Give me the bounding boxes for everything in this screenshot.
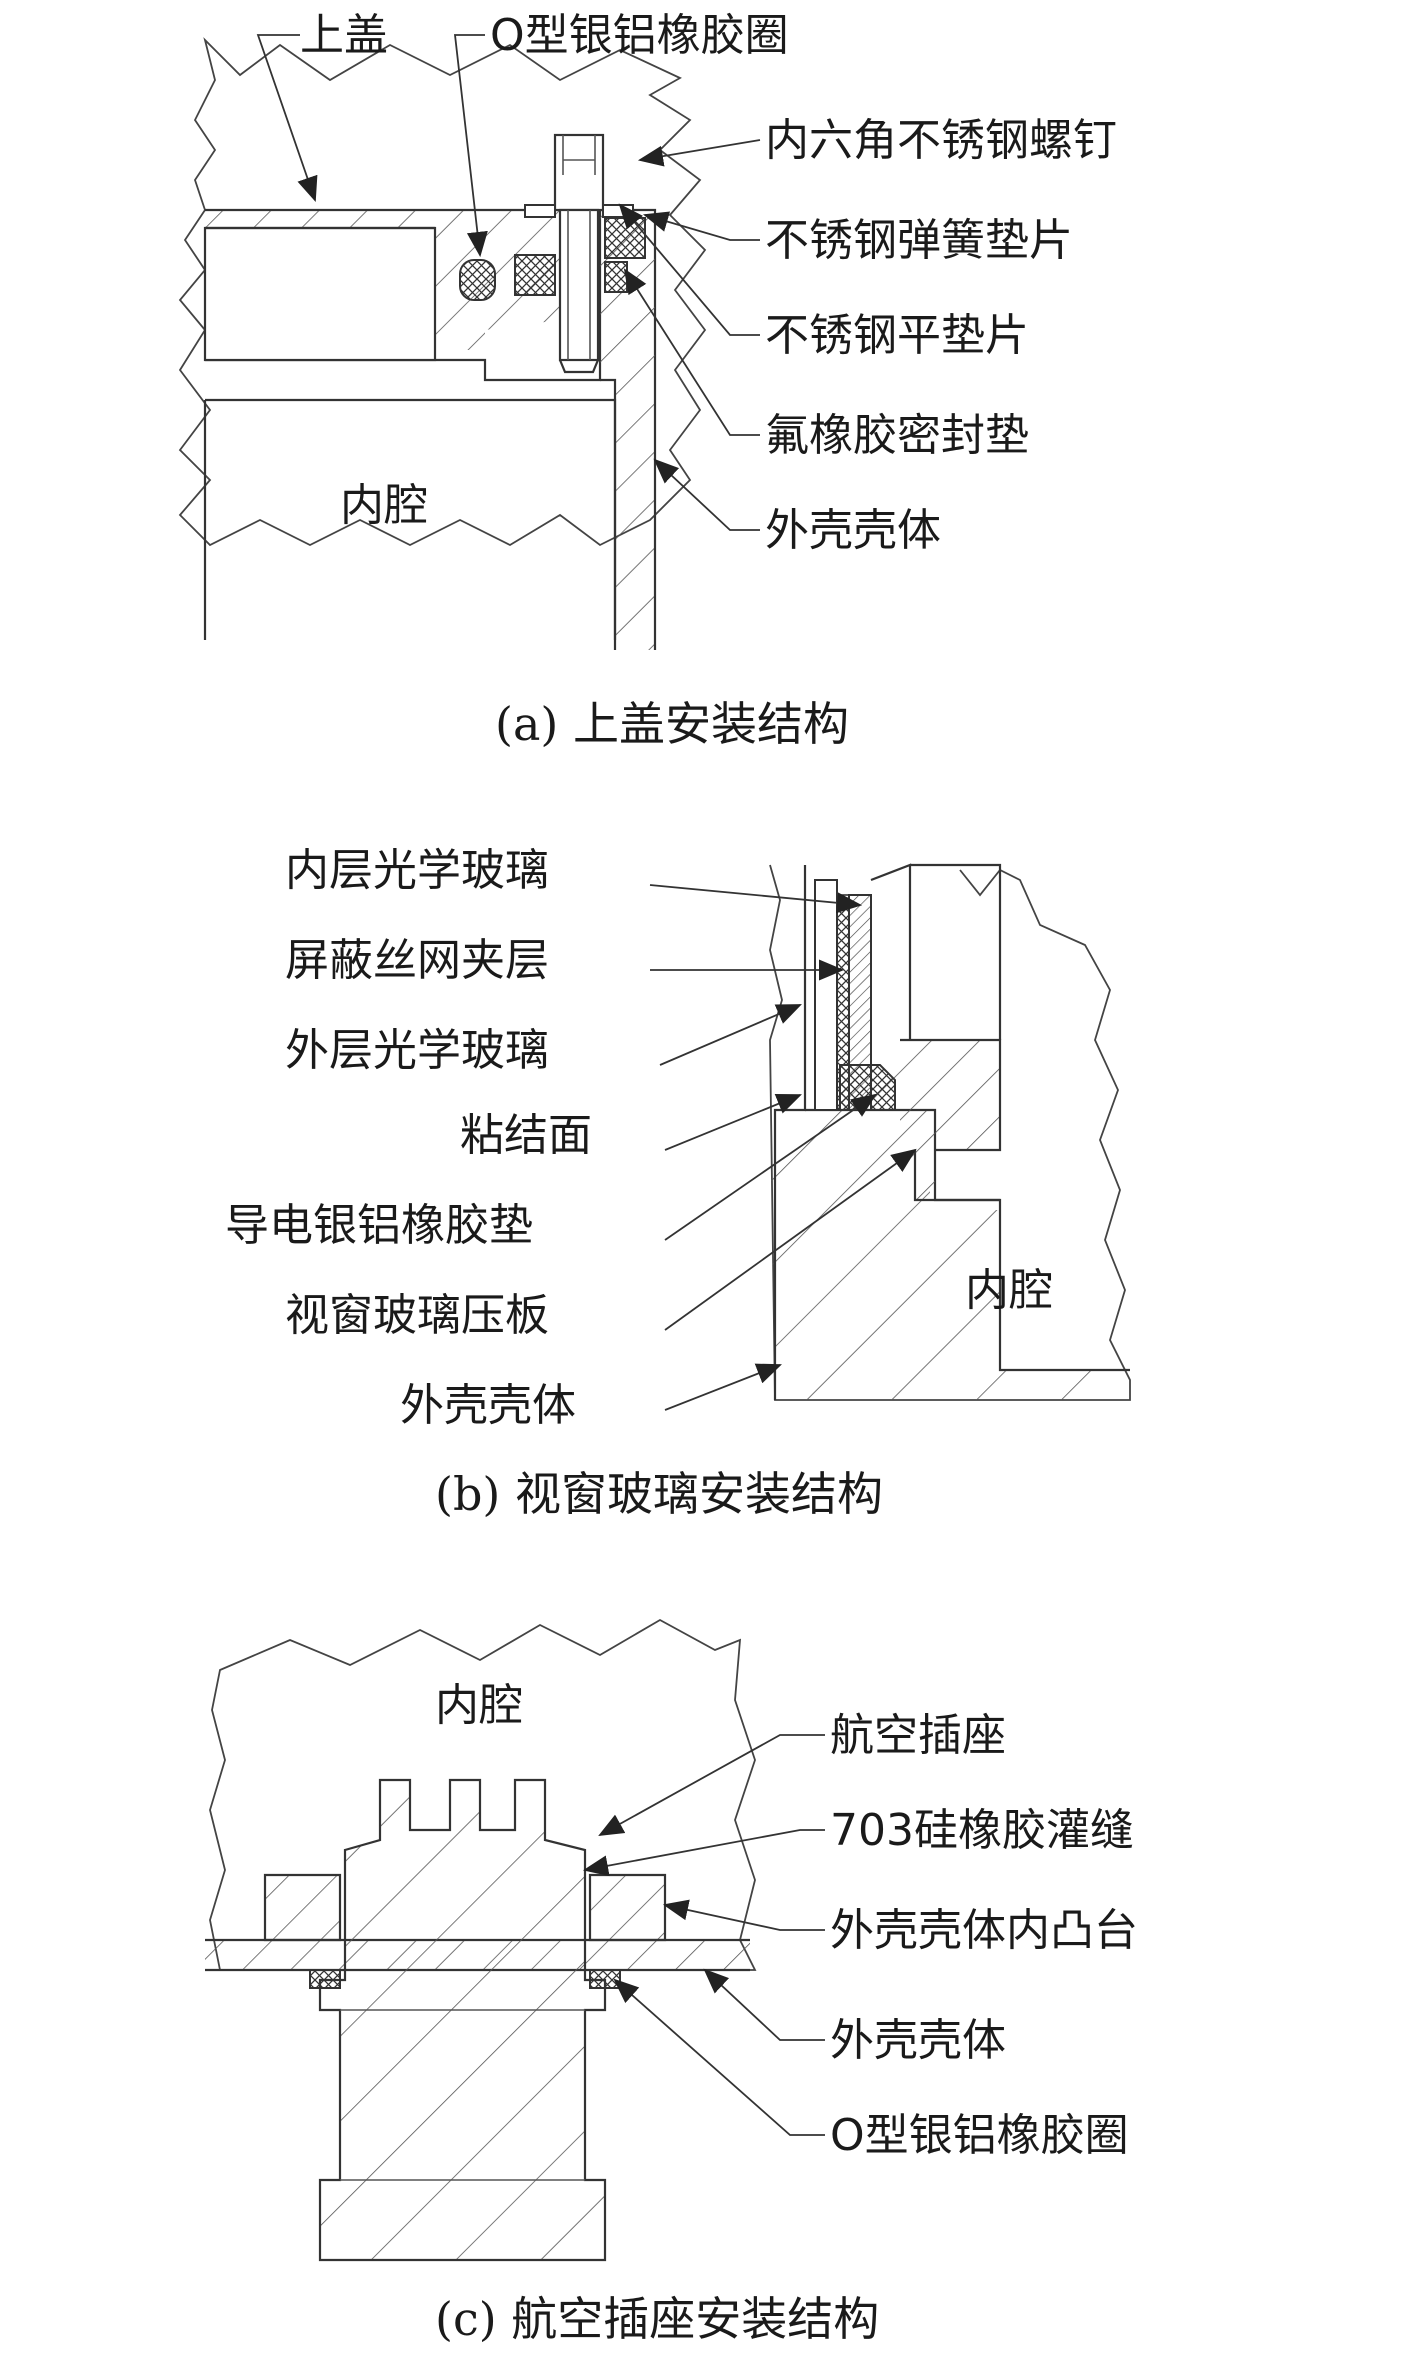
break-line-a [178, 37, 707, 547]
label-mesh-layer: 屏蔽丝网夹层 [285, 935, 549, 986]
screw-shank [558, 208, 600, 362]
panel-a: 上盖 O型银铝橡胶圈 内六角不锈钢螺钉 不锈钢弹簧垫片 不锈钢平垫片 氟橡胶密封… [178, 10, 1117, 751]
flat-washer [524, 204, 556, 218]
o-ring-a [459, 259, 496, 301]
label-shell-c: 外壳壳体 [830, 2015, 1006, 2066]
label-shell-a: 外壳壳体 [765, 505, 941, 556]
o-ring-c-left [309, 1969, 341, 1989]
inner-boss-right [588, 1873, 667, 1942]
label-cavity-c: 内腔 [435, 1680, 523, 1731]
o-ring-c-right [589, 1969, 621, 1989]
panel-b: 内层光学玻璃 屏蔽丝网夹层 外层光学玻璃 粘结面 导电银铝橡胶垫 视窗玻璃压板 … [225, 845, 1131, 1521]
caption-c: (c) 航空插座安装结构 [435, 2292, 879, 2346]
aviation-socket [318, 1778, 607, 2262]
caption-b: (b) 视窗玻璃安装结构 [435, 1467, 883, 1521]
label-press-plate: 视窗玻璃压板 [285, 1290, 549, 1341]
label-o-ring-c: O型银铝橡胶圈 [830, 2110, 1129, 2161]
break-line-c [209, 1618, 757, 1971]
label-fluoro-gasket: 氟橡胶密封垫 [765, 410, 1029, 461]
label-screw: 内六角不锈钢螺钉 [765, 115, 1117, 166]
fluoro-gasket [514, 254, 556, 296]
label-shell-b: 外壳壳体 [400, 1380, 576, 1431]
label-top-cover: 上盖 [300, 10, 388, 61]
label-spring-washer: 不锈钢弹簧垫片 [765, 215, 1073, 266]
label-inner-glass: 内层光学玻璃 [285, 845, 549, 896]
conductive-pad [839, 1064, 896, 1111]
panel-c: 内腔 航空插座 703硅橡胶灌缝 外壳壳体内凸台 外壳壳体 O型银铝橡胶圈 (c… [205, 1618, 1138, 2346]
label-socket: 航空插座 [830, 1710, 1006, 1761]
label-cavity-a: 内腔 [340, 480, 428, 531]
label-o-ring-a: O型银铝橡胶圈 [490, 10, 789, 61]
label-conductive-pad: 导电银铝橡胶垫 [225, 1200, 533, 1251]
spring-washer [604, 217, 646, 259]
label-cavity-b: 内腔 [965, 1265, 1053, 1316]
cover-recess [203, 226, 437, 362]
outer-glass [814, 879, 838, 1111]
caption-a: (a) 上盖安装结构 [495, 697, 849, 751]
label-bond-surface: 粘结面 [460, 1110, 592, 1161]
press-plate [900, 1038, 1002, 1152]
label-outer-glass: 外层光学玻璃 [285, 1025, 549, 1076]
inner-boss-left [263, 1873, 342, 1942]
label-flat-washer: 不锈钢平垫片 [765, 310, 1029, 361]
label-boss: 外壳壳体内凸台 [830, 1905, 1138, 1956]
label-rtv-seal: 703硅橡胶灌缝 [830, 1805, 1134, 1856]
